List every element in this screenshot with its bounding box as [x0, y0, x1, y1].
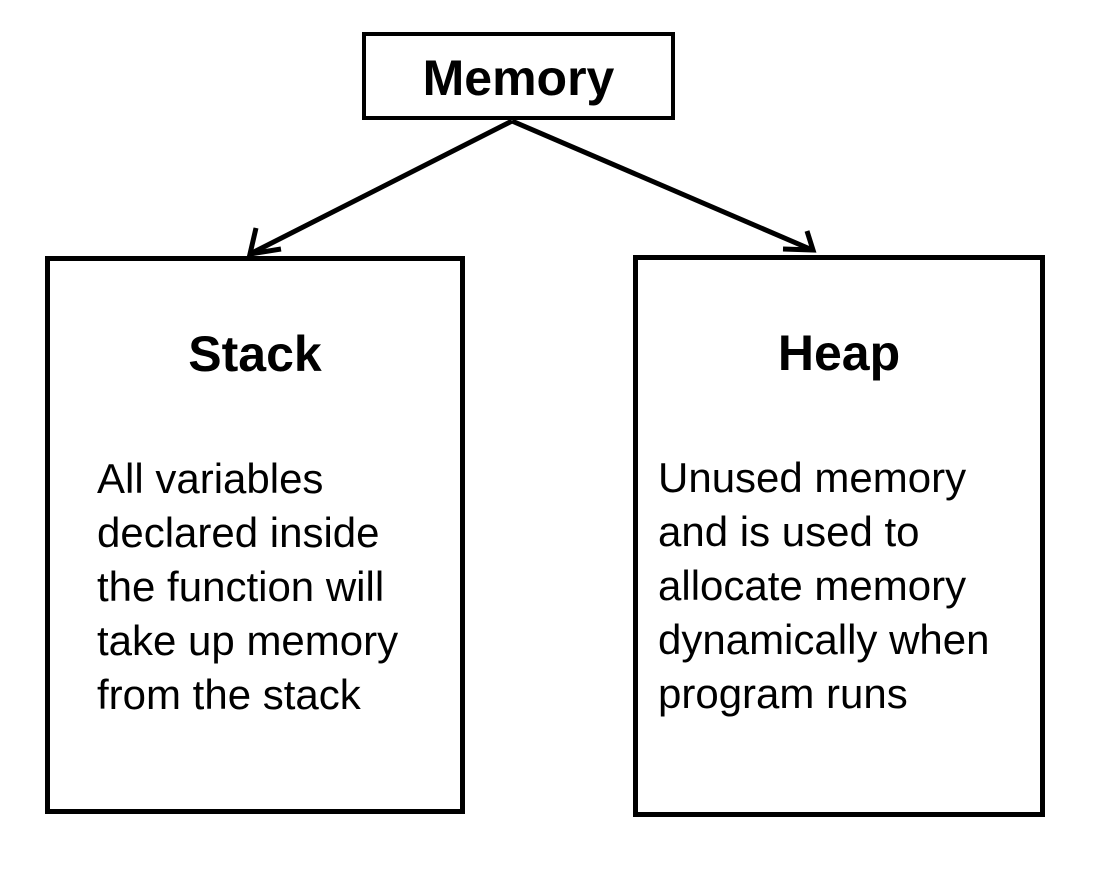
arrow-memory-to-stack-shaft [250, 118, 514, 256]
arrow-memory-to-heap [511, 118, 817, 253]
arrow-memory-to-stack [246, 118, 514, 258]
arrow-memory-to-stack-head-icon [246, 227, 282, 258]
node-stack-title: Stack [188, 326, 322, 382]
node-memory: Memory [362, 32, 675, 120]
node-heap-title: Heap [777, 325, 901, 381]
node-heap: Heap Unused memory and is used to alloca… [633, 255, 1045, 817]
arrow-memory-to-heap-shaft [511, 118, 811, 252]
arrow-memory-to-heap-head-icon [782, 230, 817, 253]
node-memory-label: Memory [422, 50, 615, 106]
node-stack-description: All variables declared inside the functi… [97, 455, 399, 718]
node-heap-description: Unused memory and is used to allocate me… [658, 454, 990, 717]
node-stack: Stack All variables declared inside the … [45, 256, 465, 814]
